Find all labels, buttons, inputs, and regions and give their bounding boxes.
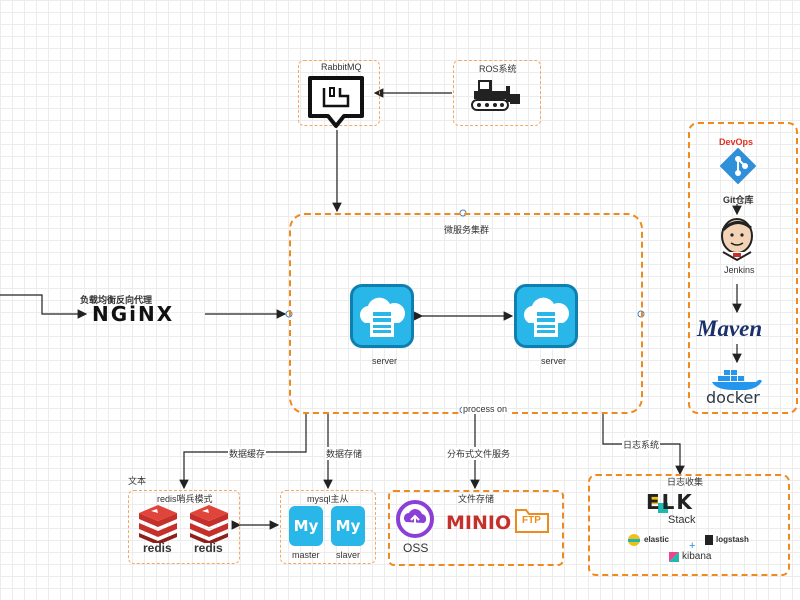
minio-logo[interactable]: MINIO	[446, 512, 512, 534]
nginx-logo[interactable]: NGiNX	[92, 302, 175, 326]
elk-e-mark	[648, 494, 658, 504]
bulldozer-icon	[471, 80, 520, 111]
redis-box[interactable]	[128, 490, 240, 564]
ftp-folder-icon	[515, 509, 549, 533]
elk-stack-label: Stack	[668, 514, 696, 526]
microservice-cluster[interactable]	[289, 213, 643, 414]
redis-icon	[139, 505, 177, 543]
cloud-server-icon	[360, 297, 406, 337]
mysql-master-label: master	[292, 550, 320, 560]
edge-label-log: 日志系统	[622, 438, 661, 451]
jenkins-icon	[721, 218, 753, 262]
git-icon	[720, 148, 756, 184]
misc-text: 文本	[128, 476, 147, 486]
file-storage-box[interactable]	[388, 490, 564, 566]
maven-logo[interactable]: Maven	[697, 316, 763, 341]
ros-label: ROS系统	[479, 64, 517, 74]
edge-incoming-nginx	[0, 294, 88, 319]
cloud-server-icon	[524, 297, 570, 337]
server-icon-1[interactable]	[350, 284, 414, 348]
rabbitmq-label: RabbitMQ	[321, 62, 362, 72]
devops-title: DevOps	[719, 137, 754, 147]
elk-l-mark	[658, 503, 668, 513]
elk-logo[interactable]: ELK	[646, 490, 694, 514]
elastic-label: elastic	[644, 535, 669, 544]
ros-box[interactable]	[453, 60, 541, 126]
redis-label-2: redis	[194, 541, 223, 555]
rabbitmq-box[interactable]	[298, 60, 380, 126]
git-label: Git仓库	[723, 195, 754, 205]
oss-label: OSS	[403, 541, 429, 555]
redis-icon	[190, 505, 228, 543]
mysql-box[interactable]	[280, 490, 376, 564]
logstash-icon	[705, 535, 713, 545]
cluster-footer: process on	[462, 404, 509, 414]
oss-icon	[396, 500, 434, 538]
redis-title: redis哨兵模式	[157, 494, 213, 504]
docker-logo[interactable]: docker	[706, 388, 760, 407]
mysql-master-icon: My	[289, 506, 323, 546]
edge-label-file: 分布式文件服务	[446, 447, 512, 460]
elastic-icon	[628, 534, 640, 546]
jenkins-label: Jenkins	[724, 265, 755, 275]
nginx-caption: 负载均衡反向代理	[80, 295, 153, 305]
devops-panel[interactable]	[688, 122, 798, 414]
server-label-2: server	[541, 356, 567, 366]
edge-label-cache: 数据缓存	[228, 447, 267, 460]
mysql-slaver-icon: My	[331, 506, 365, 546]
rabbitmq-icon	[308, 76, 364, 128]
mysql-slaver-label: slaver	[336, 550, 361, 560]
edge-label-storage: 数据存储	[325, 447, 364, 460]
files-title: 文件存储	[458, 494, 495, 504]
kibana-label: kibana	[682, 551, 712, 562]
kibana-icon	[669, 552, 679, 562]
logging-title: 日志收集	[667, 477, 704, 487]
mysql-title: mysql主从	[307, 494, 349, 504]
cluster-title: 微服务集群	[444, 225, 490, 235]
server-label-1: server	[372, 356, 398, 366]
server-icon-2[interactable]	[514, 284, 578, 348]
plus-sign: +	[689, 540, 696, 552]
logstash-label: logstash	[716, 535, 749, 544]
docker-whale-icon	[712, 370, 762, 390]
ftp-label: FTP	[522, 515, 541, 526]
redis-label-1: redis	[143, 541, 172, 555]
logging-box[interactable]	[588, 474, 790, 576]
